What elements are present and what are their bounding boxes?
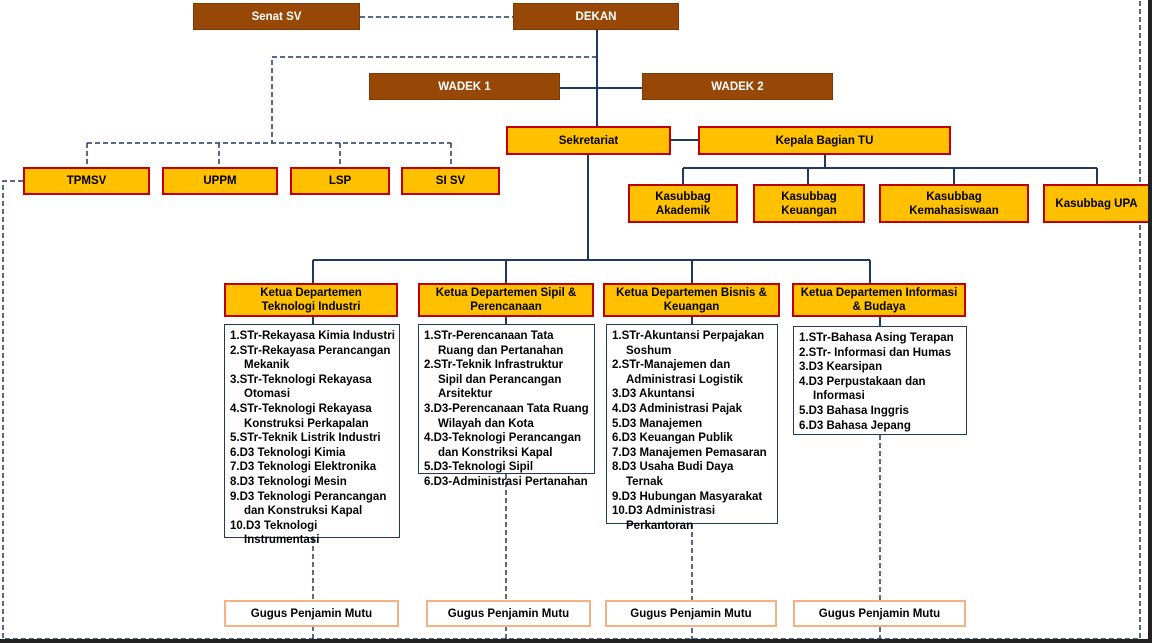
program-item: 5.D3 Bahasa Inggris: [799, 404, 909, 417]
dekan-label: DEKAN: [575, 10, 617, 23]
program-item: 10.D3 Teknologi Instrumentasi: [230, 519, 320, 547]
kasubbag-akademik-label: Kasubbag Akademik: [655, 190, 711, 217]
dekan-box: DEKAN: [513, 3, 679, 30]
dept-teknologi-industri-title: Ketua Departemen Teknologi Industri: [260, 287, 362, 313]
gpm-informasi-budaya-box: Gugus Penjamin Mutu: [793, 600, 966, 627]
si-sv-box: SI SV: [401, 167, 500, 195]
tpmsv-box: TPMSV: [23, 167, 150, 195]
si-sv-label: SI SV: [435, 175, 466, 187]
kabag-tu-box: Kepala Bagian TU: [698, 126, 951, 155]
senat-sv-label: Senat SV: [251, 10, 302, 23]
program-item: 5.STr-Teknik Listrik Industri: [230, 432, 381, 445]
program-item: 5.D3 Manajemen: [612, 417, 703, 430]
dept-informasi-budaya-title: Ketua Departemen Informasi & Budaya: [800, 287, 958, 313]
program-item: 8.D3 Usaha Budi Daya Ternak: [612, 461, 734, 488]
lsp-box: LSP: [290, 167, 390, 195]
program-item: 6.D3-Administrasi Pertanahan: [424, 475, 588, 488]
program-item: 1.STr-Perencanaan Tata Ruang dan Pertana…: [424, 330, 564, 357]
program-item: 1.STr-Rekayasa Kimia Industri: [230, 330, 395, 342]
tpmsv-label: TPMSV: [66, 175, 107, 187]
dept-teknologi-industri-box: Ketua Departemen Teknologi Industri: [224, 283, 398, 317]
program-item: 6.D3 Keuangan Publik: [612, 432, 733, 445]
program-item: 4.D3-Teknologi Perancangan dan Konstriks…: [424, 432, 581, 459]
sekretariat-label: Sekretariat: [558, 134, 619, 147]
line-kasubbag: [682, 155, 1098, 184]
program-item: 3.STr-Teknologi Rekayasa Otomasi: [230, 373, 372, 401]
dept-bisnis-keuangan-title: Ketua Departemen Bisnis & Keuangan: [616, 287, 767, 313]
gpm-sipil-perencanaan-label: Gugus Penjamin Mutu: [447, 607, 570, 620]
sekretariat-box: Sekretariat: [506, 126, 671, 155]
program-item: 7.D3 Manajemen Pemasaran: [612, 446, 767, 459]
senat-sv-box: Senat SV: [193, 3, 360, 30]
line-gpm: [312, 435, 881, 639]
program-item: 2.STr-Manajemen dan Administrasi Logisti…: [612, 359, 743, 386]
program-item: 6.D3 Teknologi Kimia: [230, 446, 346, 459]
wadek1-box: WADEK 1: [369, 73, 560, 100]
kasubbag-kemahasiswaan-box: Kasubbag Kemahasiswaan: [879, 184, 1029, 223]
programs-sipil-perencanaan: 1.STr-Perencanaan Tata Ruang dan Pertana…: [418, 324, 595, 488]
dept-sipil-perencanaan-box: Ketua Departemen Sipil & Perencanaan: [418, 283, 594, 317]
uppm-box: UPPM: [162, 167, 278, 195]
wadek1-label: WADEK 1: [438, 80, 491, 93]
dept-bisnis-keuangan-box: Ketua Departemen Bisnis & Keuangan: [603, 283, 780, 317]
program-item: 8.D3 Teknologi Mesin: [230, 475, 347, 488]
program-item: 5.D3-Teknologi Sipil: [424, 461, 534, 474]
program-item: 1.STr-Bahasa Asing Terapan: [799, 332, 954, 344]
program-item: 3.D3-Perencanaan Tata Ruang Wilayah dan …: [424, 402, 589, 430]
line-dept-lists: [312, 317, 881, 326]
program-item: 4.STr-Teknologi Rekayasa Konstruksi Perk…: [230, 402, 372, 430]
kasubbag-keuangan-box: Kasubbag Keuangan: [753, 184, 865, 223]
program-item: 7.D3 Teknologi Elektronika: [230, 461, 377, 474]
kasubbag-upa-box: Kasubbag UPA: [1043, 184, 1150, 223]
wadek2-label: WADEK 2: [711, 80, 764, 93]
gpm-teknologi-industri-box: Gugus Penjamin Mutu: [224, 600, 399, 627]
gpm-teknologi-industri-label: Gugus Penjamin Mutu: [250, 607, 373, 620]
program-item: 2.STr-Teknik Infrastruktur Sipil dan Per…: [424, 359, 564, 401]
program-item: 1.STr-Akuntansi Perpajakan Soshum: [612, 330, 765, 357]
uppm-label: UPPM: [203, 175, 237, 187]
dept-sipil-perencanaan-title: Ketua Departemen Sipil & Perencanaan: [435, 287, 577, 313]
gpm-bisnis-keuangan-box: Gugus Penjamin Mutu: [605, 600, 777, 627]
line-units: [86, 56, 597, 167]
programs-teknologi-industri: 1.STr-Rekayasa Kimia Industri 2.STr-Rekay…: [224, 324, 400, 546]
program-item: 9.D3 Teknologi Perancangan dan Konstruks…: [230, 490, 387, 518]
program-item: 9.D3 Hubungan Masyarakat: [612, 490, 763, 503]
program-item: 4.D3 Administrasi Pajak: [612, 402, 742, 415]
lsp-label: LSP: [328, 175, 352, 187]
kasubbag-upa-label: Kasubbag UPA: [1055, 197, 1138, 210]
gpm-informasi-budaya-label: Gugus Penjamin Mutu: [818, 607, 941, 620]
wadek2-box: WADEK 2: [642, 73, 833, 100]
kasubbag-keuangan-label: Kasubbag Keuangan: [781, 190, 837, 217]
dept-informasi-budaya-box: Ketua Departemen Informasi & Budaya: [792, 283, 966, 317]
kasubbag-akademik-box: Kasubbag Akademik: [628, 184, 738, 223]
program-item: 3.D3 Akuntansi: [612, 388, 695, 401]
line-departments: [312, 155, 871, 283]
kabag-tu-label: Kepala Bagian TU: [775, 134, 874, 147]
program-item: 4.D3 Perpustakaan dan Informasi: [799, 375, 926, 403]
kasubbag-kemahasiswaan-label: Kasubbag Kemahasiswaan: [909, 190, 999, 217]
gpm-bisnis-keuangan-label: Gugus Penjamin Mutu: [630, 607, 752, 620]
program-item: 3.D3 Kearsipan: [799, 361, 883, 374]
program-item: 10.D3 Administrasi Perkantoran: [612, 505, 716, 532]
programs-informasi-budaya: 1.STr-Bahasa Asing Terapan 2.STr- Informa…: [793, 326, 967, 435]
gpm-sipil-perencanaan-box: Gugus Penjamin Mutu: [426, 600, 591, 627]
program-item: 2.STr-Rekayasa Perancangan Mekanik: [230, 344, 391, 372]
program-item: 6.D3 Bahasa Jepang: [799, 419, 911, 432]
program-item: 2.STr- Informasi dan Humas: [799, 346, 952, 359]
